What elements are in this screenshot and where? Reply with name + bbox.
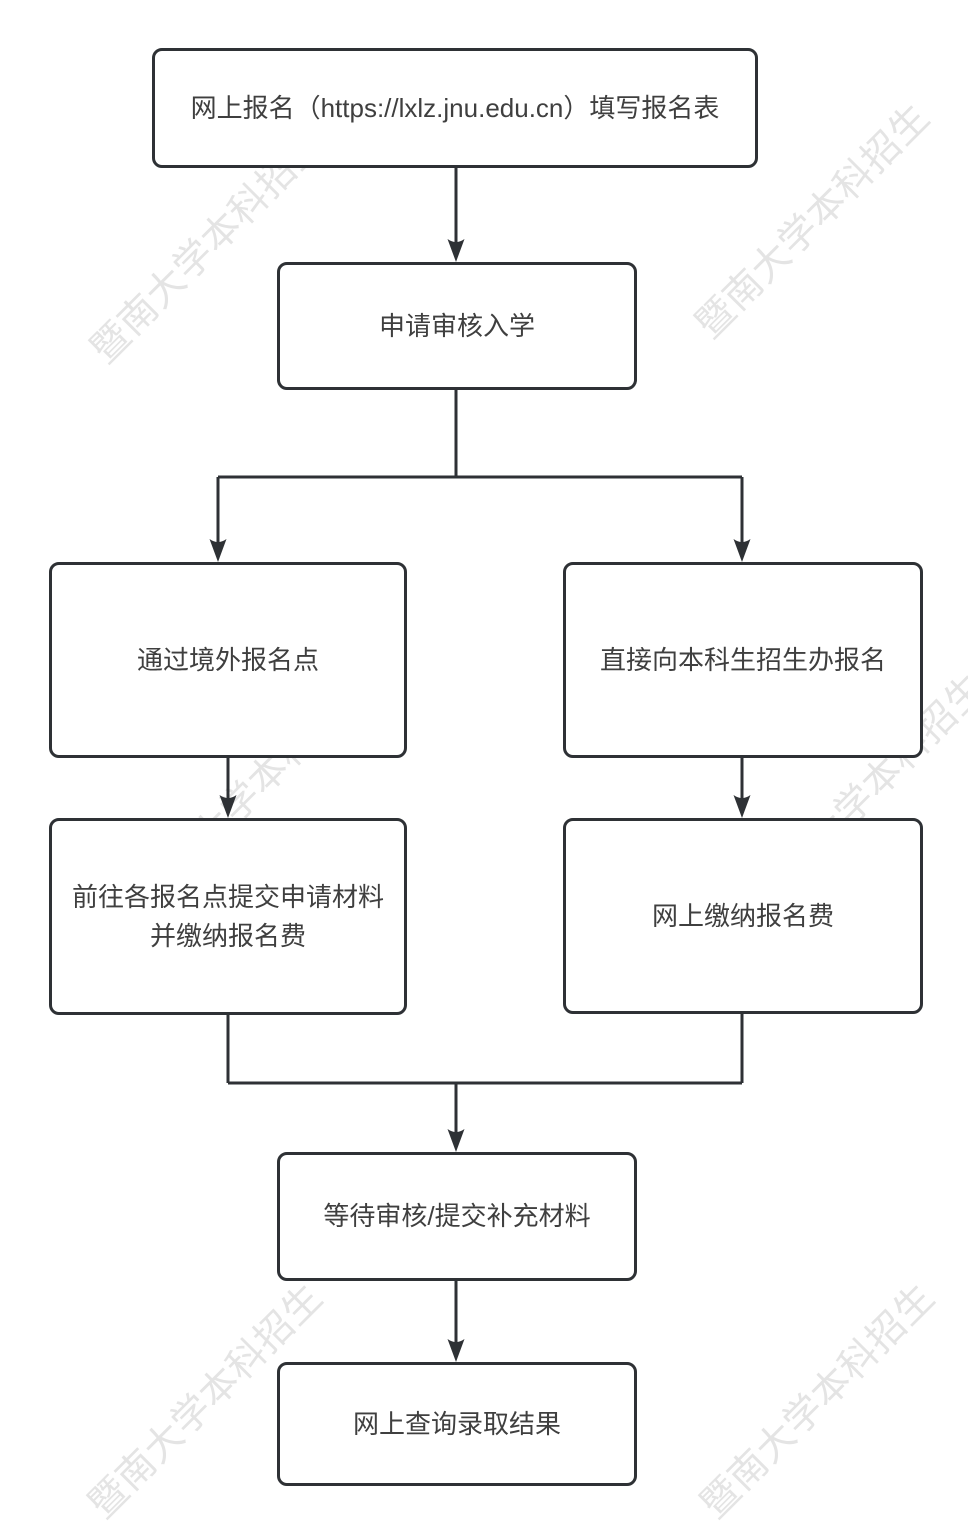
arrow-down-icon — [447, 1129, 465, 1152]
flow-node-apply-review-admission: 申请审核入学 — [277, 262, 637, 390]
node-label: 等待审核/提交补充材料 — [323, 1201, 591, 1231]
arrow-down-icon — [733, 795, 751, 818]
flow-node-submit-materials-pay-fee-at-point: 前往各报名点提交申请材料并缴纳报名费 — [49, 818, 407, 1015]
node-label: 网上查询录取结果 — [352, 1408, 561, 1439]
node-label: 直接向本科生招生办报名 — [599, 644, 886, 675]
flow-node-wait-review-supplementary-materials: 等待审核/提交补充材料 — [277, 1152, 637, 1281]
arrow-down-icon — [219, 795, 237, 818]
node-label: 前往各报名点提交申请材料并缴纳报名费 — [71, 881, 384, 951]
flow-node-online-registration: 网上报名（https://lxlz.jnu.edu.cn）填写报名表 — [152, 48, 758, 168]
node-label: 网上缴纳报名费 — [651, 900, 834, 931]
edge-merge-n7 — [226, 1013, 744, 1132]
node-label: 申请审核入学 — [378, 310, 535, 341]
edge-n2-split — [216, 390, 744, 542]
node-label: 网上报名（https://lxlz.jnu.edu.cn）填写报名表 — [190, 92, 720, 123]
arrow-down-icon — [447, 1339, 465, 1362]
flow-node-register-directly-admissions-office: 直接向本科生招生办报名 — [563, 562, 923, 758]
arrow-down-icon — [447, 239, 465, 262]
arrow-down-icon — [733, 539, 751, 562]
arrow-down-icon — [209, 539, 227, 562]
node-label: 通过境外报名点 — [136, 644, 319, 675]
flow-node-check-admission-result-online: 网上查询录取结果 — [277, 1362, 637, 1486]
flow-node-via-overseas-registration-point: 通过境外报名点 — [49, 562, 407, 758]
flow-node-pay-fee-online: 网上缴纳报名费 — [563, 818, 923, 1014]
